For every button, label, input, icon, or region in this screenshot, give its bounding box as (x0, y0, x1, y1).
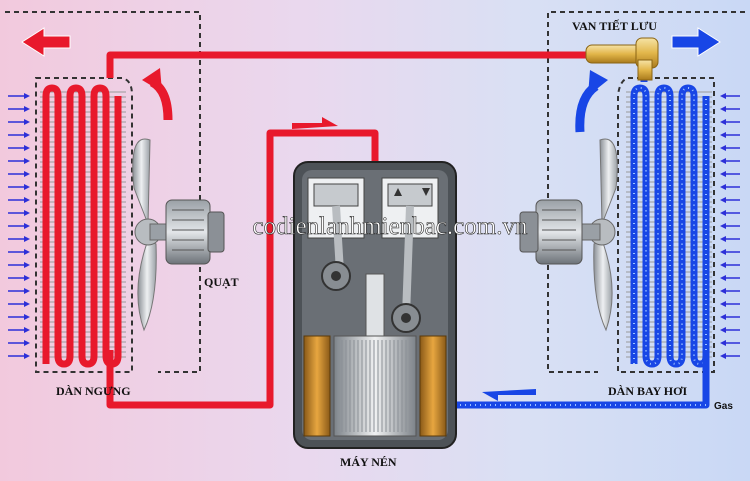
air-arrow (720, 93, 740, 99)
hot-air-out-arrow (21, 27, 71, 57)
air-arrow (8, 353, 30, 359)
air-arrow (8, 171, 30, 177)
compressor (293, 161, 457, 449)
air-arrow (720, 236, 740, 242)
air-arrow (8, 340, 30, 346)
evaporator-fan-motor (519, 199, 583, 265)
air-arrow (8, 262, 30, 268)
expansion-valve-label: VAN TIẾT LƯU (572, 18, 657, 33)
air-arrow (720, 158, 740, 164)
air-arrow (720, 171, 740, 177)
evaporator-fan (579, 138, 618, 332)
air-arrow (720, 184, 740, 190)
air-arrow (8, 145, 30, 151)
air-in-arrows-condenser (8, 93, 30, 359)
flow-arrow-cold (482, 389, 536, 401)
watermark-text: codienlanhmienbac.com.vn (253, 213, 528, 240)
compressor-label: MÁY NÉN (340, 455, 397, 469)
air-arrow (8, 275, 30, 281)
cold-air-out-arrow (671, 27, 721, 57)
air-arrow (8, 184, 30, 190)
air-arrow (720, 119, 740, 125)
air-arrow (720, 327, 740, 333)
air-arrow (8, 301, 30, 307)
evaporator-label: DÀN BAY HƠI (608, 384, 687, 398)
air-arrow (720, 340, 740, 346)
air-arrow (720, 145, 740, 151)
air-arrow (8, 223, 30, 229)
air-arrow (720, 197, 740, 203)
air-in-arrows-evaporator (720, 93, 740, 359)
air-arrow (720, 132, 740, 138)
air-arrow (720, 106, 740, 112)
air-arrow (720, 223, 740, 229)
flow-arrow-hot (292, 117, 338, 129)
air-arrow (720, 353, 740, 359)
condenser-unit-outline (5, 11, 201, 373)
air-arrow (8, 314, 30, 320)
air-arrow (8, 197, 30, 203)
air-arrow (720, 275, 740, 281)
air-arrow (8, 249, 30, 255)
condenser-fan-motor (165, 199, 225, 265)
air-arrow (720, 288, 740, 294)
evaporator-coil (626, 84, 712, 368)
air-arrow (8, 132, 30, 138)
fan-label: QUẠT (204, 275, 239, 289)
condenser-label: DÀN NGƯNG (56, 384, 131, 398)
air-arrow (720, 314, 740, 320)
air-arrow (8, 106, 30, 112)
gas-label: Gas (714, 401, 733, 412)
evaporator-unit-outline (547, 11, 745, 373)
air-arrow (8, 210, 30, 216)
air-arrow (720, 262, 740, 268)
air-arrow (720, 249, 740, 255)
air-arrow (8, 327, 30, 333)
condenser-fan (132, 138, 171, 332)
air-arrow (8, 288, 30, 294)
air-arrow (8, 158, 30, 164)
air-arrow (8, 93, 30, 99)
condenser-curved-arrow (142, 68, 173, 121)
air-arrow (720, 210, 740, 216)
condenser-coil (40, 84, 126, 368)
evaporator-curved-arrow (575, 70, 608, 133)
air-arrow (720, 301, 740, 307)
air-arrow (8, 119, 30, 125)
air-arrow (8, 236, 30, 242)
expansion-valve (585, 37, 659, 81)
